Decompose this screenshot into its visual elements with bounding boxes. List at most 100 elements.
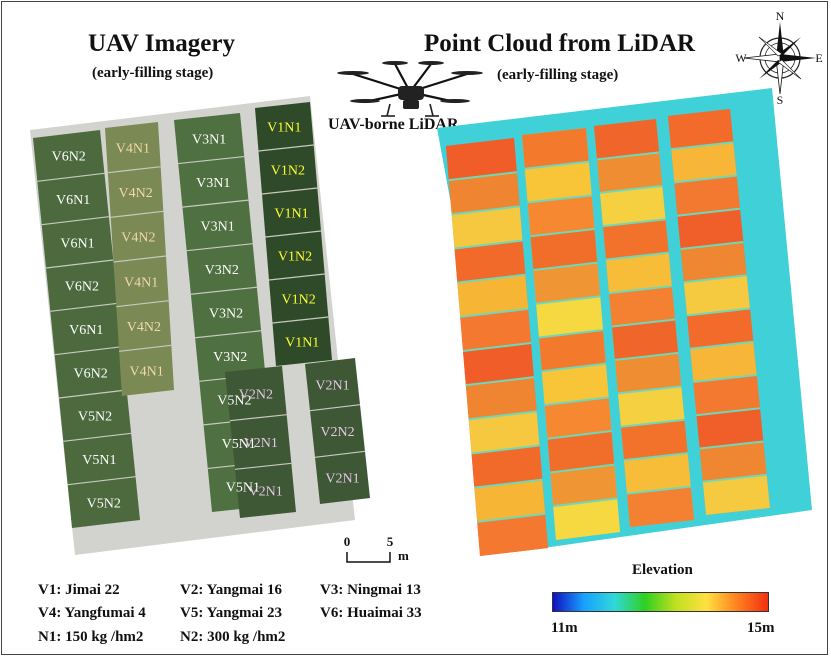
lidar-plot-gap xyxy=(547,430,612,440)
lidar-plot-cell xyxy=(522,128,589,169)
plot-label: V6N1 xyxy=(56,193,90,208)
lidar-plot-gap xyxy=(623,452,688,462)
lidar-plot-cell xyxy=(687,308,754,349)
plot-label: V2N2 xyxy=(239,387,273,402)
scale-bar-zero: 0 xyxy=(344,534,351,549)
legend-v2: V2: Yangmai 16 xyxy=(180,582,282,598)
plot-divider xyxy=(234,462,292,470)
plot-label: V5N1 xyxy=(222,437,256,452)
lidar-plot-cell xyxy=(671,142,737,183)
elevation-max-label: 15m xyxy=(747,620,775,636)
lidar-plot-cell xyxy=(448,172,520,215)
uav-imagery-subtitle: (early-filling stage) xyxy=(92,65,214,81)
scale-bar: 0 5 m xyxy=(344,534,409,563)
plot-label: V1N1 xyxy=(274,207,308,222)
plot-divider xyxy=(119,344,172,352)
lidar-plot-cell xyxy=(544,397,612,439)
plot-divider xyxy=(110,210,164,218)
lidar-plot-gap xyxy=(696,407,761,417)
lidar-plot-cell xyxy=(533,262,601,304)
plot-label: V1N1 xyxy=(285,336,319,351)
plot-divider xyxy=(314,450,366,458)
plot-label: V6N2 xyxy=(52,150,86,165)
lidar-plot-cell xyxy=(446,138,517,181)
lidar-plot-gap xyxy=(617,385,682,395)
scale-bar-five: 5 xyxy=(387,534,394,549)
compass-e-label: E xyxy=(815,51,822,65)
legend-n2: N2: 300 kg /hm2 xyxy=(180,629,286,645)
lidar-plot-gap xyxy=(541,362,606,373)
uav-plot-strip xyxy=(305,358,370,504)
lidar-plot-cell xyxy=(457,274,529,317)
lidar-plot-gap xyxy=(454,239,523,250)
lidar-plot-gap xyxy=(683,274,747,284)
plot-divider xyxy=(258,144,314,152)
lidar-plot-gap xyxy=(550,463,615,474)
lidar-plot-cell xyxy=(615,352,682,394)
compass-n-label: N xyxy=(776,9,785,23)
lidar-plot-cell xyxy=(674,175,740,216)
lidar-plot-gap xyxy=(686,307,751,317)
plot-label: V4N1 xyxy=(129,365,163,380)
lidar-title: Point Cloud from LiDAR xyxy=(424,30,696,57)
plot-label: V3N2 xyxy=(205,263,239,278)
plot-divider xyxy=(186,243,253,252)
plot-divider xyxy=(182,199,249,208)
elevation-min-label: 11m xyxy=(551,620,578,636)
plot-divider xyxy=(45,259,114,269)
plot-label: V4N2 xyxy=(127,320,161,335)
lidar-plot-gap xyxy=(599,184,663,194)
lidar-plot-gap xyxy=(596,151,660,161)
lidar-plot-gap xyxy=(702,473,767,483)
plot-divider xyxy=(195,330,262,339)
lidar-plot-gap xyxy=(620,418,685,428)
lidar-plot-gap xyxy=(527,194,592,204)
lidar-plot-cell xyxy=(606,252,672,294)
lidar-plot-gap xyxy=(671,141,734,151)
lidar-plot-gap xyxy=(608,285,672,295)
lidar-plot-gap xyxy=(674,174,737,184)
compass-rose-icon: N S E W xyxy=(735,9,822,104)
lidar-plot-gap xyxy=(460,307,529,318)
plot-label: V3N1 xyxy=(196,176,230,191)
lidar-plot-cell xyxy=(541,363,609,405)
lidar-plot-gap xyxy=(524,160,589,170)
plot-label: V4N2 xyxy=(121,231,155,246)
plot-label: V6N1 xyxy=(69,323,103,338)
lidar-plot-cell xyxy=(463,343,534,386)
lidar-plot-gap xyxy=(468,410,537,421)
plot-label: V3N2 xyxy=(213,350,247,365)
plot-label: V5N2 xyxy=(87,496,121,511)
lidar-plot-gap xyxy=(699,440,764,450)
lidar-plot-gap xyxy=(677,207,741,217)
lidar-plot-gap xyxy=(538,329,604,339)
elevation-title: Elevation xyxy=(632,562,693,578)
lidar-plot-gap xyxy=(451,205,520,216)
lidar-plot-cell xyxy=(536,296,603,338)
lidar-plot-cell xyxy=(612,319,679,360)
lidar-subtitle: (early-filling stage) xyxy=(497,67,619,83)
lidar-plot-gap xyxy=(471,444,540,455)
plot-label: V1N1 xyxy=(267,121,301,136)
plot-divider xyxy=(54,346,123,356)
lidar-plot-gap xyxy=(533,261,598,271)
plot-divider xyxy=(58,389,127,399)
plot-divider xyxy=(268,273,325,281)
lidar-plot-cell xyxy=(594,119,660,160)
lidar-plot-cell xyxy=(547,431,615,473)
lidar-plot-cell xyxy=(693,375,760,416)
plot-label: V6N2 xyxy=(65,280,99,295)
lidar-plot-cell xyxy=(468,411,540,454)
plot-label: V2N2 xyxy=(320,425,354,440)
lidar-plot-gap xyxy=(474,478,543,489)
plot-divider xyxy=(41,216,109,226)
lidar-plot-cell xyxy=(683,275,750,316)
lidar-plot-cell xyxy=(530,229,598,270)
lidar-plot-cell xyxy=(609,286,675,327)
uav-plot-strip xyxy=(33,130,140,528)
elevation-colorbar xyxy=(552,592,769,612)
plot-label: V4N2 xyxy=(118,186,152,201)
lidar-plot-cell xyxy=(696,408,764,449)
lidar-plot-gap xyxy=(602,218,666,228)
